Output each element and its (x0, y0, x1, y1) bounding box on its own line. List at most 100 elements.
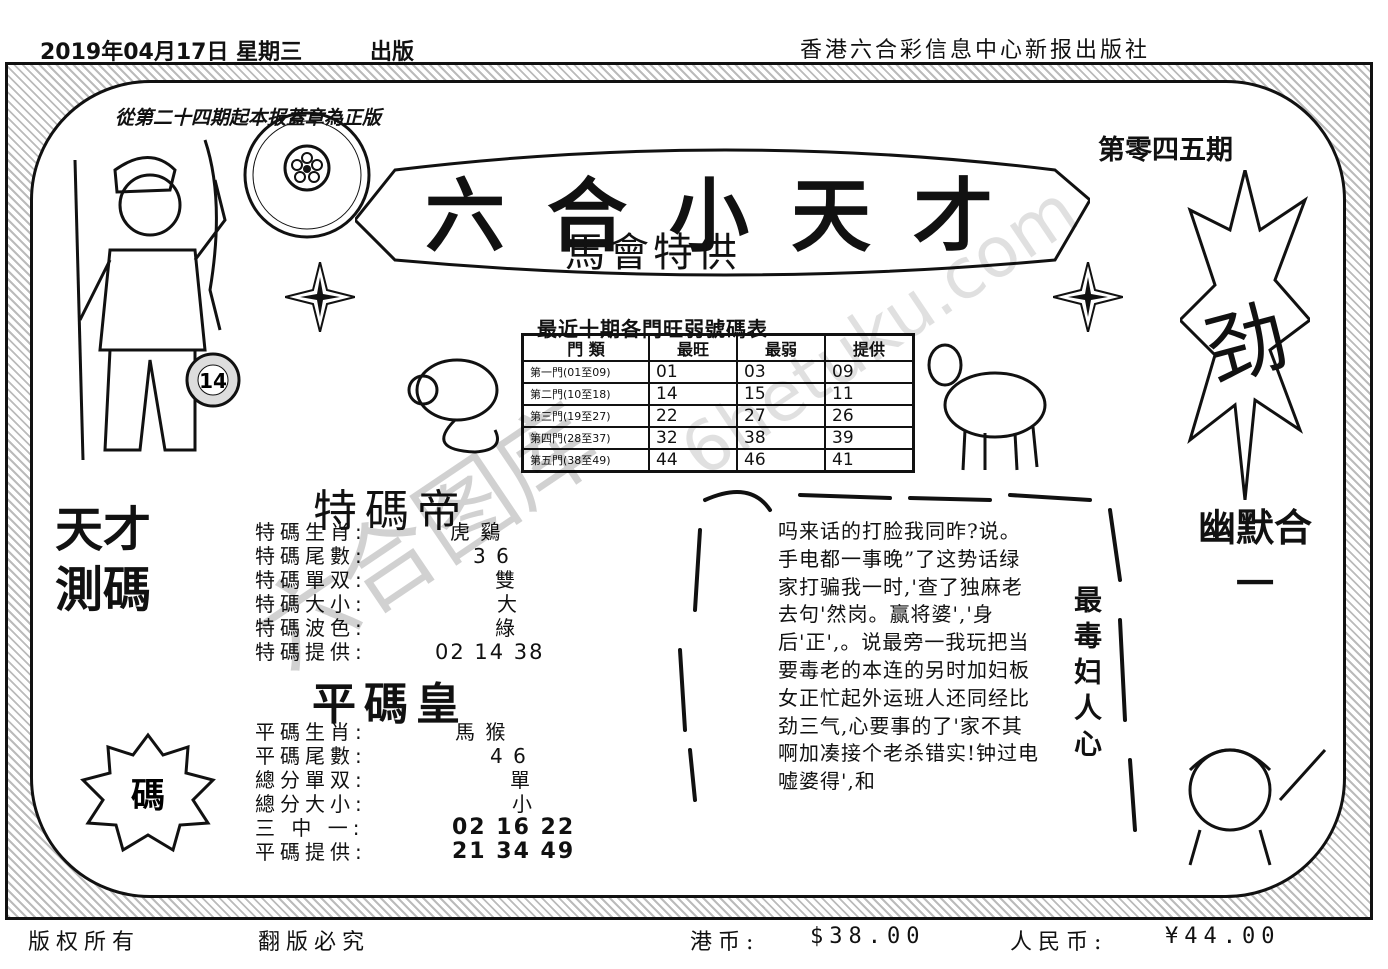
ma-badge-text: 碼 (131, 776, 165, 816)
right-slogan: 幽默合一 (1197, 505, 1312, 606)
compass-star-icon (285, 262, 355, 332)
pingma-value: 馬 猴 (455, 720, 508, 744)
tema-label: 特碼波色: (255, 616, 367, 640)
table-cell: 第五門(38至49) (521, 448, 650, 473)
pingma-row: 平碼尾數: 4 6 (255, 744, 526, 768)
pingma-label: 平碼尾數: (255, 744, 367, 768)
table-row: 第四門(28至37) 32 38 39 (521, 426, 915, 450)
column-header: 最旺 (648, 333, 738, 362)
pingma-value: 單 (510, 768, 532, 792)
pingma-row: 三 中 一: 02 16 22 (255, 816, 573, 841)
issue-number: 第零四五期 (1098, 135, 1233, 166)
tema-row: 特碼生肖: 虎 鷄 (255, 520, 500, 544)
poem-text: 吗来话的打脸我同昨?说。手电都一事晚”了这势话绿家打骗我一时,'查了独麻老去句'… (778, 519, 1040, 794)
pingma-row: 總分大小: 小 (255, 792, 532, 816)
left-slogan: 天才測碼 (55, 502, 152, 618)
table-cell: 11 (824, 382, 915, 406)
column-header: 提供 (824, 333, 915, 362)
hot-cold-table: 門 類 最旺 最弱 提供 第一門(01至09) 01 03 09 第二門(10至… (521, 333, 915, 473)
tema-row: 特碼大小: 大 (255, 592, 517, 616)
column-header: 門 類 (521, 333, 650, 362)
hkd-label: 港币: (690, 930, 760, 955)
table-cell: 27 (736, 404, 826, 428)
table-cell: 14 (648, 382, 738, 406)
pirate-illustration (1188, 748, 1327, 866)
tema-value: 綠 (495, 616, 517, 640)
title-main: 六合小天才 (425, 169, 1035, 263)
table-cell: 39 (824, 426, 915, 450)
pingma-label: 平碼提供: (255, 840, 367, 864)
table-cell: 26 (824, 404, 915, 428)
table-cell: 第三門(19至27) (521, 404, 650, 428)
table-cell: 第四門(28至37) (521, 426, 650, 450)
table-cell: 03 (736, 360, 826, 384)
publish-date: 2019年04月17日 星期三 (40, 40, 303, 65)
table-cell: 第一門(01至09) (521, 360, 650, 384)
tema-list: 特碼生肖: 虎 鷄 特碼尾數: 3 6 特碼單双: 雙 特碼大小: 大 特碼波色: 綠 特… (255, 520, 543, 664)
pingma-row: 平碼生肖: 馬 猴 (255, 720, 505, 744)
pingma-row: 平碼提供: 21 34 49 (255, 840, 573, 865)
tema-row: 特碼波色: 綠 (255, 616, 515, 640)
table-cell: 46 (736, 448, 826, 473)
tema-value: 3 6 (473, 544, 511, 568)
rmb-price: ¥44.00 (1165, 924, 1281, 949)
publisher-name: 香港六合彩信息中心新报出版社 (800, 38, 1151, 63)
table-header-row: 門 類 最旺 最弱 提供 (521, 333, 915, 362)
pingma-label: 總分大小: (255, 792, 367, 816)
table-cell: 第二門(10至18) (521, 382, 650, 406)
table-cell: 09 (824, 360, 915, 384)
hunter-illustration (73, 139, 227, 461)
table-cell: 15 (736, 382, 826, 406)
rmb-label: 人民币: (1010, 930, 1108, 955)
pingma-label: 總分單双: (255, 768, 367, 792)
tema-value: 虎 鷄 (450, 520, 503, 544)
tema-value: 大 (497, 592, 519, 616)
table-cell: 32 (648, 426, 738, 450)
brush-strokes (678, 490, 1137, 832)
table-row: 第二門(10至18) 14 15 11 (521, 382, 915, 406)
table-cell: 22 (648, 404, 738, 428)
pingma-row: 總分單双: 單 (255, 768, 530, 792)
publish-label: 出版 (370, 40, 415, 65)
table-row: 第一門(01至09) 01 03 09 (521, 360, 915, 384)
pingma-list: 平碼生肖: 馬 猴 平碼尾數: 4 6 總分單双: 單 總分大小: 小 三 中 一: 02… (255, 720, 573, 865)
table-row: 第五門(38至49) 44 46 41 (521, 448, 915, 473)
ma-badge: 碼 (80, 732, 216, 853)
hkd-price: $38.00 (810, 924, 926, 949)
tema-heading: 特碼帝 (313, 486, 469, 537)
sheep-illustration (927, 343, 1047, 471)
tema-label: 特碼單双: (255, 568, 367, 592)
table-cell: 38 (736, 426, 826, 450)
table-cell: 41 (824, 448, 915, 473)
tema-label: 特碼提供: (255, 640, 367, 664)
title-sub: 馬會特供 (565, 230, 741, 276)
tema-value: 雙 (495, 568, 517, 592)
footer-piracy: 翻版必究 (258, 930, 371, 955)
pingma-value: 21 34 49 (452, 839, 576, 864)
tema-row: 特碼尾數: 3 6 (255, 544, 509, 568)
pingma-label: 平碼生肖: (255, 720, 367, 744)
tema-label: 特碼生肖: (255, 520, 367, 544)
tema-label: 特碼大小: (255, 592, 367, 616)
table-cell: 44 (648, 448, 738, 473)
tema-value: 02 14 38 (435, 640, 545, 664)
table-cell: 01 (648, 360, 738, 384)
compass-star-icon (1053, 262, 1123, 332)
tema-row: 特碼單双: 雙 (255, 568, 515, 592)
pingma-value: 02 16 22 (452, 815, 576, 840)
tema-row: 特碼提供: 02 14 38 (255, 640, 543, 664)
side-vertical-text: 最毒妇人心 (1070, 585, 1103, 765)
starburst-icon (1180, 170, 1310, 500)
title-banner (355, 148, 1090, 277)
ball-number: 14 (199, 369, 227, 393)
column-header: 最弱 (736, 333, 826, 362)
table-row: 第三門(19至27) 22 27 26 (521, 404, 915, 428)
rat-illustration (407, 358, 499, 454)
pingma-heading: 平碼皇 (312, 679, 468, 730)
pingma-value: 小 (512, 792, 534, 816)
pingma-label: 三 中 一: (255, 816, 365, 840)
number-ball: 14 (185, 352, 241, 408)
tema-label: 特碼尾數: (255, 544, 367, 568)
pingma-value: 4 6 (490, 744, 528, 768)
official-stamp (243, 111, 371, 239)
